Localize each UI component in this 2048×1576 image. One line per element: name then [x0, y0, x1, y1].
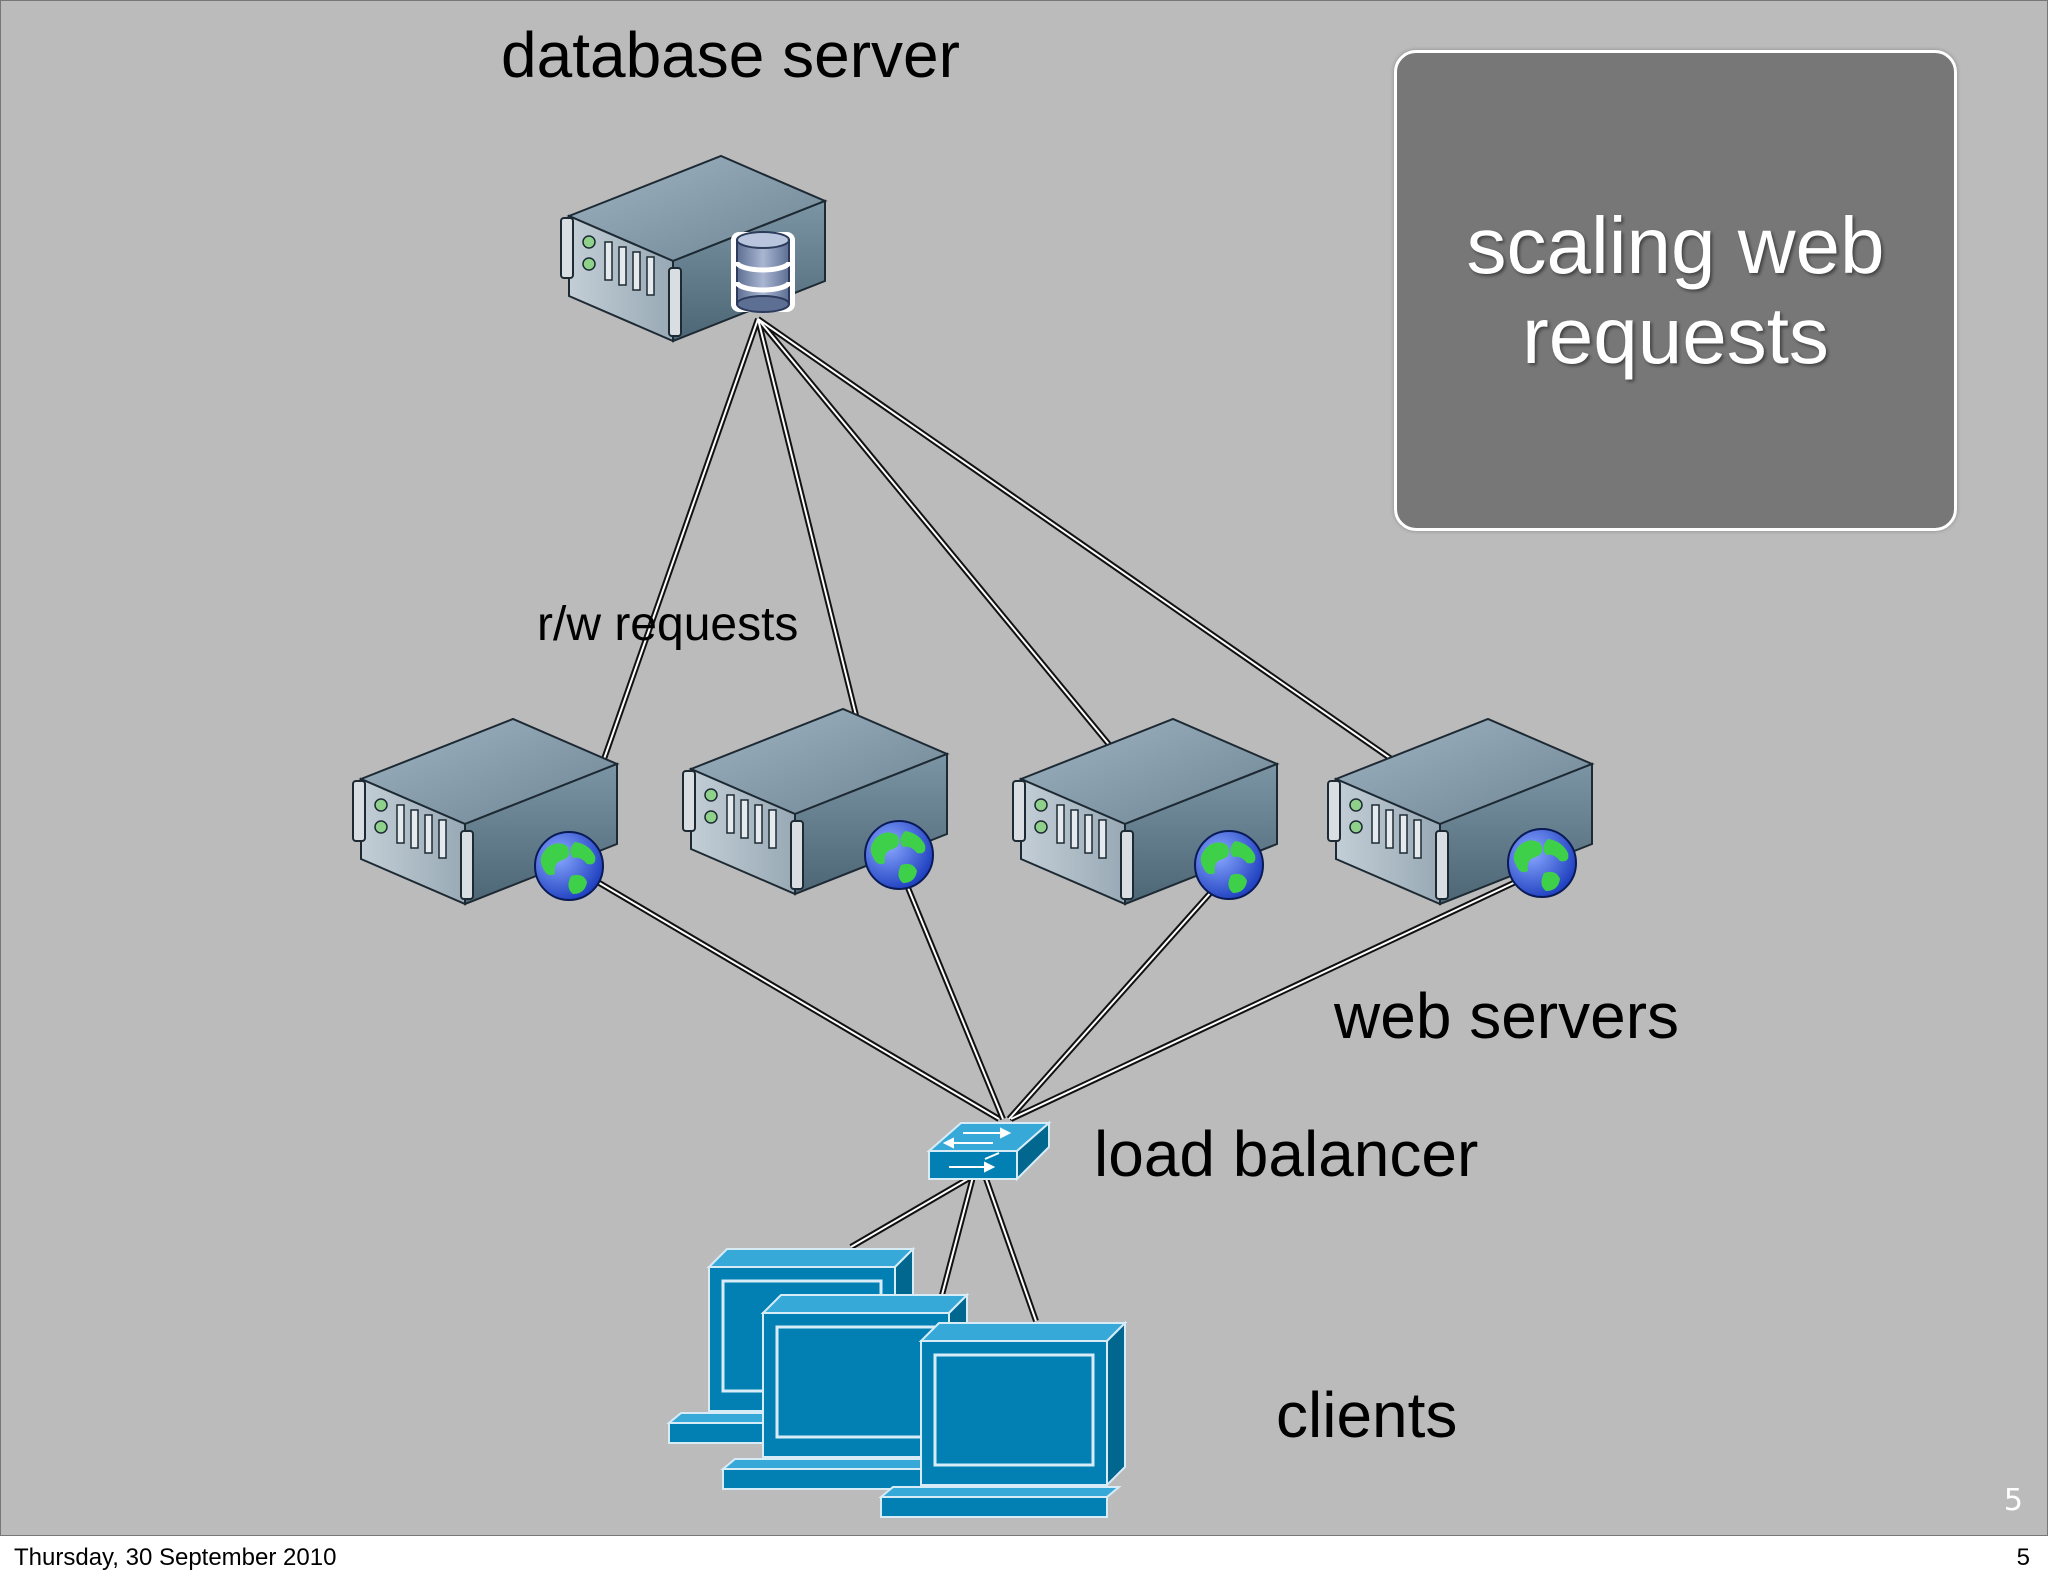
database-server-icon: [560, 155, 826, 342]
slide-number: 5: [2003, 1483, 2023, 1518]
clients-label: clients: [1276, 1379, 1458, 1451]
web-server-icon: [1327, 718, 1593, 905]
network-switch-icon: [926, 1120, 1052, 1182]
load-balancer-label: load balancer: [1094, 1118, 1479, 1190]
web-servers-label: web servers: [1334, 980, 1679, 1052]
web-server-icon: [352, 718, 618, 905]
footer-page-number: 5: [2016, 1544, 2030, 1571]
rw-requests-label: r/w requests: [537, 598, 799, 651]
slide-title-box: scaling web requests: [1394, 50, 1957, 531]
web-server-icon: [1012, 718, 1278, 905]
footer-date: Thursday, 30 September 2010: [14, 1544, 337, 1571]
database-server-label: database server: [501, 19, 960, 91]
slide-title: scaling web requests: [1466, 200, 1885, 380]
slide: database server r/w requests web servers…: [0, 0, 2048, 1536]
web-server-icon: [682, 708, 948, 895]
network-diagram: [352, 155, 1593, 1519]
